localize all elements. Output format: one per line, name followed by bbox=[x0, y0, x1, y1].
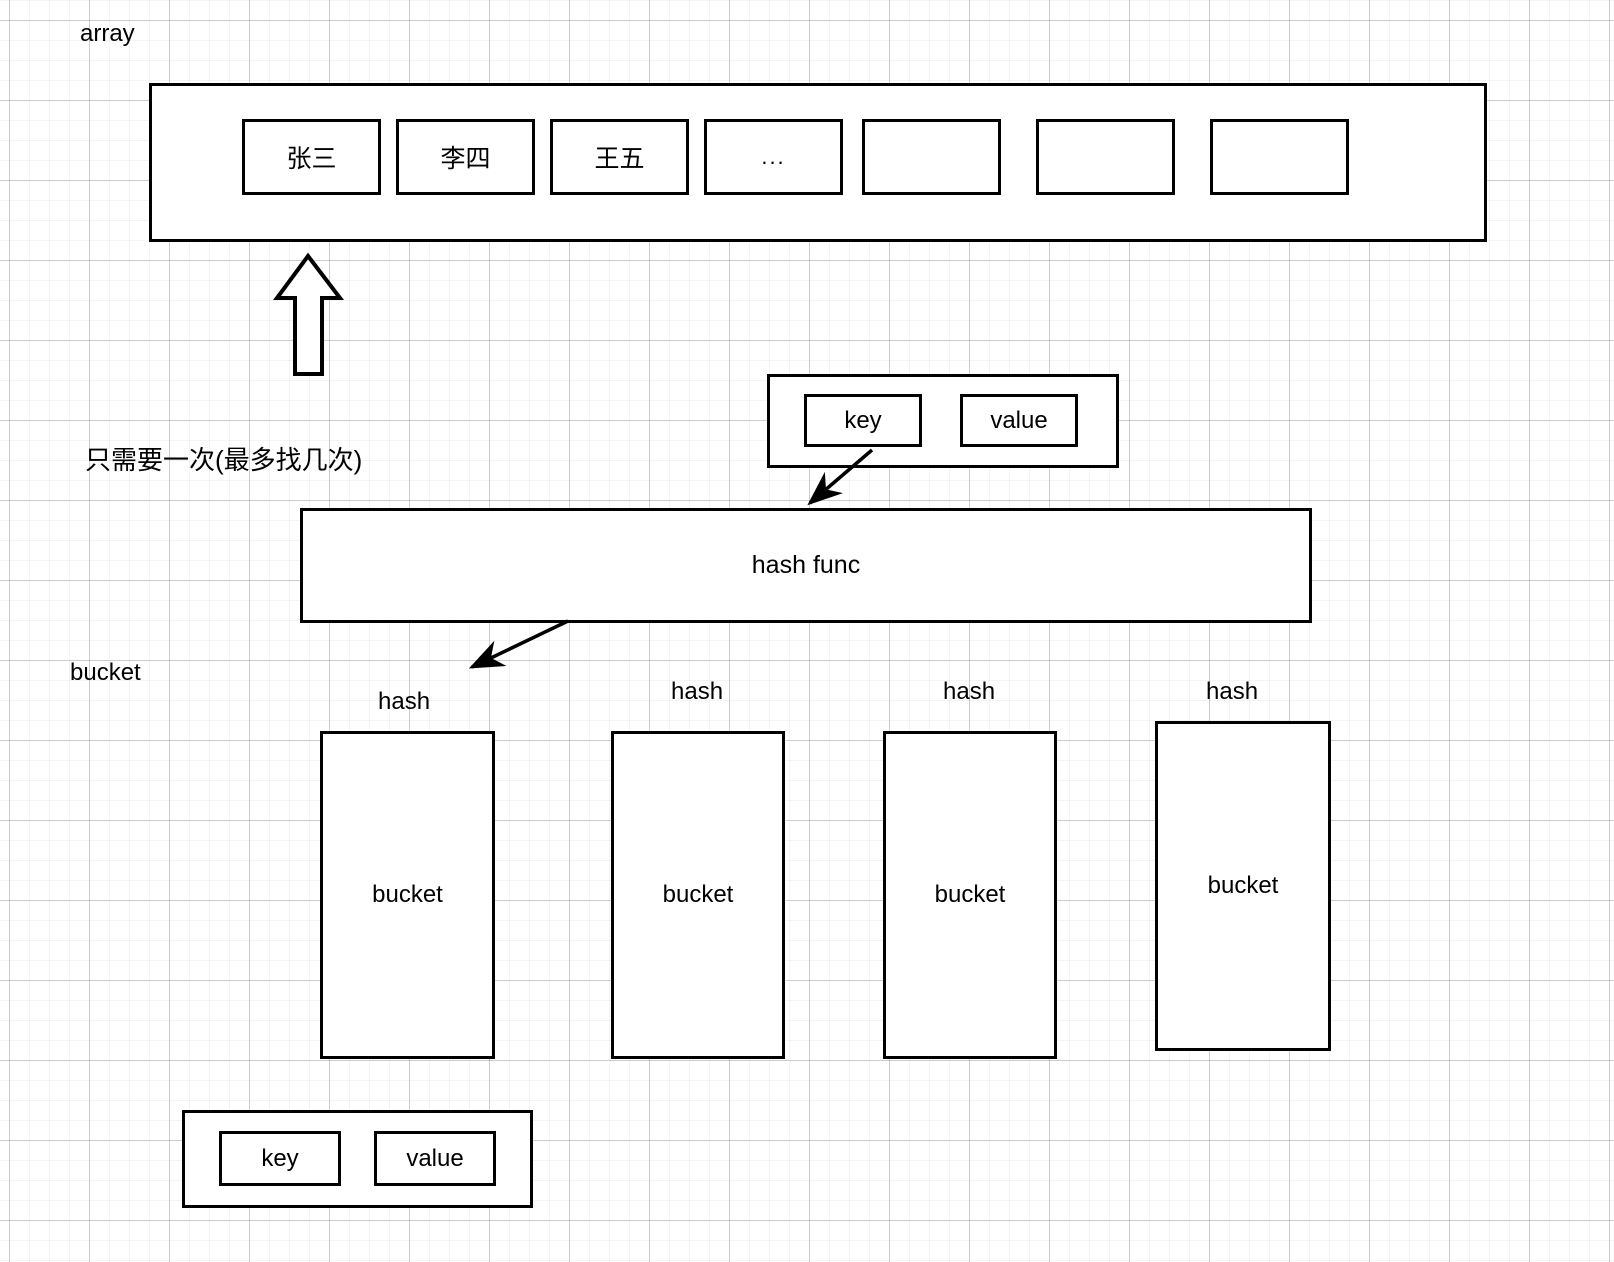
kv-value-label: value bbox=[406, 1144, 464, 1172]
array-cell-3[interactable]: ... bbox=[704, 119, 843, 195]
kv-key-box-bottom[interactable]: key bbox=[219, 1131, 341, 1186]
up-block-arrow-icon bbox=[273, 252, 345, 376]
bucket-box-0[interactable]: bucket bbox=[320, 731, 495, 1059]
array-cell-text: 张三 bbox=[286, 145, 337, 173]
kv-key-box-top[interactable]: key bbox=[804, 394, 922, 447]
array-cell-5[interactable] bbox=[1036, 119, 1175, 195]
bucket-hash-label-2: hash bbox=[943, 678, 996, 705]
hash-func-box[interactable]: hash func bbox=[300, 508, 1312, 623]
bucket-box-1[interactable]: bucket bbox=[611, 731, 785, 1059]
bucket-box-2[interactable]: bucket bbox=[883, 731, 1057, 1059]
array-cell-text: 李四 bbox=[440, 145, 491, 173]
hash-func-label: hash func bbox=[751, 551, 861, 579]
array-cell-text: ... bbox=[761, 144, 786, 169]
array-cell-6[interactable] bbox=[1210, 119, 1349, 195]
array-cell-text: 王五 bbox=[594, 145, 645, 173]
array-cell-4[interactable] bbox=[862, 119, 1001, 195]
array-cell-0[interactable]: 张三 bbox=[242, 119, 381, 195]
bucket-label: bucket bbox=[1207, 872, 1279, 899]
bucket-hash-label-3: hash bbox=[1206, 678, 1259, 705]
kv-value-box-bottom[interactable]: value bbox=[374, 1131, 496, 1186]
bucket-hash-label-0: hash bbox=[378, 688, 431, 715]
array-cell-1[interactable]: 李四 bbox=[396, 119, 535, 195]
kv-value-box-top[interactable]: value bbox=[960, 394, 1078, 447]
note-label: 只需要一次(最多找几次) bbox=[85, 445, 363, 475]
array-label: array bbox=[80, 20, 135, 47]
bucket-label: bucket bbox=[934, 881, 1006, 908]
array-cell-2[interactable]: 王五 bbox=[550, 119, 689, 195]
bucket-label: bucket bbox=[372, 881, 443, 908]
kv-key-label: key bbox=[844, 406, 882, 434]
bucket-box-3[interactable]: bucket bbox=[1155, 721, 1331, 1051]
kv-key-label: key bbox=[261, 1144, 299, 1172]
bucket-section-label: bucket bbox=[70, 659, 141, 686]
kv-value-label: value bbox=[990, 406, 1048, 434]
bucket-hash-label-1: hash bbox=[671, 678, 724, 705]
bucket-label: bucket bbox=[662, 881, 734, 908]
arrow-hashfunc-to-bucket bbox=[468, 619, 569, 669]
